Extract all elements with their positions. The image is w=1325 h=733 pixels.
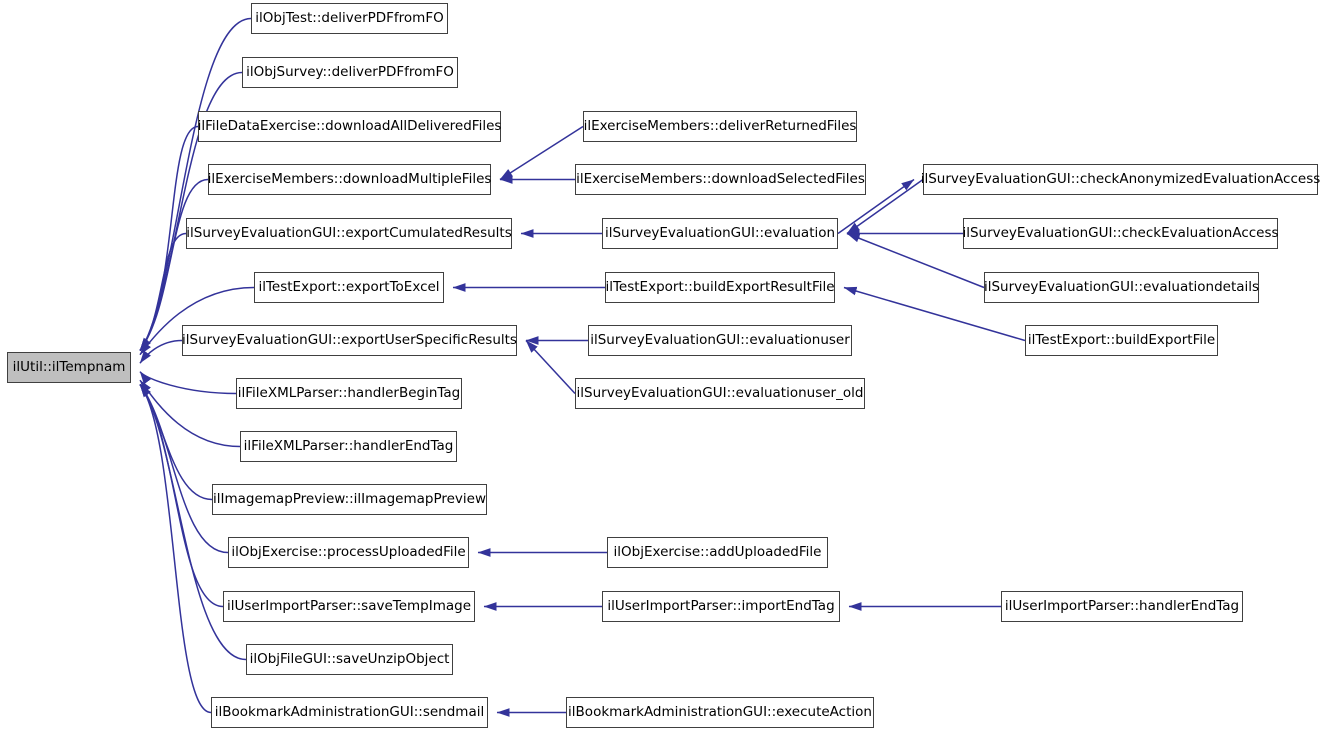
graph-node-label: ilSurveyEvaluationGUI::evaluation [604,224,836,241]
graph-node-downloadMultipleFiles[interactable]: ilExerciseMembers::downloadMultipleFiles [208,164,491,195]
graph-node-handlerEndTag_xml[interactable]: ilFileXMLParser::handlerEndTag [240,431,457,462]
graph-node-buildExportFile[interactable]: ilTestExport::buildExportFile [1025,325,1218,356]
graph-edge-sendmail-to-root [139,384,212,714]
graph-node-exportCumulatedResults[interactable]: ilSurveyEvaluationGUI::exportCumulatedRe… [186,218,512,249]
graph-node-deliverPDFfromFO_survey[interactable]: ilObjSurvey::deliverPDFfromFO [242,57,458,88]
graph-node-checkEvaluationAccess[interactable]: ilSurveyEvaluationGUI::checkEvaluationAc… [962,218,1279,249]
graph-node-evaluationuser_old[interactable]: ilSurveyEvaluationGUI::evaluationuser_ol… [575,378,865,409]
graph-node-label: ilSurveyEvaluationGUI::evaluationuser [590,331,850,348]
graph-node-addUploadedFile[interactable]: ilObjExercise::addUploadedFile [607,537,828,568]
graph-node-label: ilObjTest::deliverPDFfromFO [255,9,444,26]
graph-node-label: ilSurveyEvaluationGUI::exportCumulatedRe… [186,224,512,241]
graph-node-label: ilObjFileGUI::saveUnzipObject [249,650,450,667]
graph-edge-deliverReturnedFiles-to-downloadMultipleFiles [499,125,584,181]
graph-node-sendmail[interactable]: ilBookmarkAdministrationGUI::sendmail [211,697,488,728]
graph-edge-ilImagemapPreview-to-root [139,384,213,501]
graph-node-label: ilUserImportParser::handlerEndTag [1004,597,1240,614]
graph-node-label: ilObjExercise::processUploadedFile [231,543,466,560]
graph-node-label: ilSurveyEvaluationGUI::exportUserSpecifi… [182,331,517,348]
graph-node-evaluation[interactable]: ilSurveyEvaluationGUI::evaluation [602,218,838,249]
graph-node-downloadAllDeliveredFiles[interactable]: ilFileDataExercise::downloadAllDelivered… [198,111,501,142]
graph-node-label: ilUserImportParser::importEndTag [607,597,835,614]
graph-node-deliverPDFfromFO_test[interactable]: ilObjTest::deliverPDFfromFO [251,3,448,34]
graph-node-label: ilImagemapPreview::ilImagemapPreview [213,490,487,507]
graph-edge-handlerEndTag_xml-to-root [139,379,241,448]
graph-node-label: ilSurveyEvaluationGUI::evaluationuser_ol… [576,384,864,401]
graph-node-label: ilFileXMLParser::handlerEndTag [243,437,454,454]
graph-node-deliverReturnedFiles[interactable]: ilExerciseMembers::deliverReturnedFiles [583,111,857,142]
graph-node-label: ilSurveyEvaluationGUI::evaluationdetails [983,278,1260,295]
graph-node-label: ilExerciseMembers::deliverReturnedFiles [583,117,857,134]
graph-node-evaluationdetails[interactable]: ilSurveyEvaluationGUI::evaluationdetails [984,272,1259,303]
graph-node-label: ilTestExport::buildExportFile [1027,331,1216,348]
graph-node-saveUnzipObject[interactable]: ilObjFileGUI::saveUnzipObject [246,644,453,675]
graph-node-saveTempImage[interactable]: ilUserImportParser::saveTempImage [223,591,475,622]
graph-node-evaluationuser[interactable]: ilSurveyEvaluationGUI::evaluationuser [588,325,852,356]
graph-node-label: ilSurveyEvaluationGUI::checkEvaluationAc… [962,224,1279,241]
graph-node-buildExportResultFile[interactable]: ilTestExport::buildExportResultFile [605,272,835,303]
graph-node-root[interactable]: ilUtil::ilTempnam [7,352,131,383]
graph-node-ilImagemapPreview[interactable]: ilImagemapPreview::ilImagemapPreview [212,484,487,515]
graph-edge-processUploadedFile-to-root [139,384,229,554]
graph-node-label: ilExerciseMembers::downloadMultipleFiles [207,170,492,187]
graph-node-label: ilTestExport::exportToExcel [258,278,440,295]
graph-node-downloadSelectedFiles[interactable]: ilExerciseMembers::downloadSelectedFiles [575,164,866,195]
graph-node-exportToExcel[interactable]: ilTestExport::exportToExcel [254,272,444,303]
graph-node-label: ilFileXMLParser::handlerBeginTag [237,384,461,401]
graph-node-exportUserSpecificResults[interactable]: ilSurveyEvaluationGUI::exportUserSpecifi… [182,325,517,356]
graph-node-label: ilFileDataExercise::downloadAllDelivered… [197,117,502,134]
graph-node-label: ilUserImportParser::saveTempImage [226,597,472,614]
graph-node-checkAnonymizedEvaluationAccess[interactable]: ilSurveyEvaluationGUI::checkAnonymizedEv… [921,164,1320,195]
graph-node-handlerBeginTag[interactable]: ilFileXMLParser::handlerBeginTag [236,378,462,409]
graph-node-label: ilBookmarkAdministrationGUI::sendmail [214,703,485,720]
graph-node-handlerEndTag_user[interactable]: ilUserImportParser::handlerEndTag [1001,591,1243,622]
graph-node-importEndTag[interactable]: ilUserImportParser::importEndTag [602,591,840,622]
graph-node-processUploadedFile[interactable]: ilObjExercise::processUploadedFile [228,537,469,568]
graph-node-label: ilObjExercise::addUploadedFile [613,543,822,560]
graph-node-label: ilBookmarkAdministrationGUI::executeActi… [568,703,872,720]
graph-node-label: ilObjSurvey::deliverPDFfromFO [246,63,454,80]
graph-edge-evaluationuser_old-to-exportUserSpecificResults [525,339,576,395]
graph-node-label: ilSurveyEvaluationGUI::checkAnonymizedEv… [920,170,1321,187]
graph-node-label: ilExerciseMembers::downloadSelectedFiles [576,170,865,187]
graph-edge-handlerBeginTag-to-root [139,371,237,395]
graph-node-executeAction[interactable]: ilBookmarkAdministrationGUI::executeActi… [566,697,874,728]
graph-node-label: ilUtil::ilTempnam [12,358,126,375]
graph-node-label: ilTestExport::buildExportResultFile [605,278,835,295]
